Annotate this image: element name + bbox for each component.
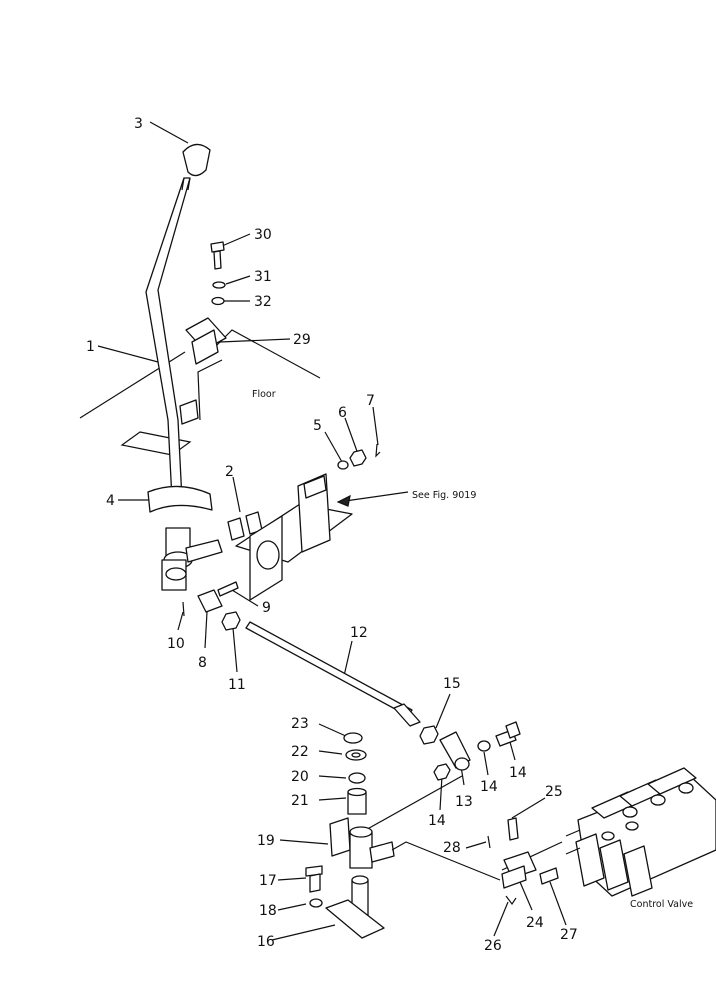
part-31-bolt (210, 241, 225, 270)
part-24-ring (343, 732, 363, 744)
callout-24: 23 (291, 716, 309, 732)
callout-18: 17 (259, 873, 277, 889)
callout-17: 16 (257, 934, 275, 950)
floor-note: Floor (252, 389, 276, 400)
part-22-bushing (347, 787, 367, 815)
part-17-pivot-plate (325, 875, 385, 939)
callout-20: 19 (257, 833, 275, 849)
control-valve-note: Control Valve (630, 899, 693, 910)
callout-15: 14 (509, 765, 527, 781)
callout-32: 31 (254, 269, 272, 285)
callout-29: 28 (443, 840, 461, 856)
part-7-pin (375, 443, 381, 458)
callout-10: 10 (167, 636, 185, 652)
part-27-cotter (505, 895, 517, 906)
pivot-housing (161, 527, 223, 591)
part-18-bolt (305, 865, 323, 893)
control-valve (565, 767, 716, 897)
callout-labels: 3 30 31 32 29 1 7 6 5 2 4 9 12 10 8 11 1… (86, 116, 578, 954)
callout-26: 25 (545, 784, 563, 800)
callout-16: 15 (443, 676, 461, 692)
callout-23: 22 (291, 744, 309, 760)
part-3-knob (182, 143, 211, 177)
mount-bracket (235, 473, 353, 601)
part-21-seal (348, 772, 366, 784)
callout-2: 2 (225, 464, 234, 480)
part-5-washer (337, 460, 349, 470)
part-13-rod-end (439, 731, 471, 771)
part-9-bolt (217, 581, 239, 597)
part-10-pin (182, 601, 185, 617)
callout-14a: 14 (480, 779, 498, 795)
callout-1: 1 (86, 339, 95, 355)
see-fig-note: See Fig. 9019 (412, 490, 476, 501)
callout-14b: 14 (428, 813, 446, 829)
part-25-clevis (501, 851, 537, 889)
callout-8: 8 (198, 655, 207, 671)
part-14-nut-b (433, 763, 451, 781)
leader-lines (97, 121, 567, 941)
part-26-bolt (507, 817, 519, 841)
callout-30: 29 (293, 332, 311, 348)
part-8-clevis (197, 589, 223, 613)
part-6-nut (349, 449, 367, 467)
part-4-boot (147, 485, 213, 513)
valve-linkage (391, 841, 563, 881)
callout-21: 20 (291, 769, 309, 785)
part-20-bellcrank (329, 817, 395, 869)
callout-12: 12 (350, 625, 368, 641)
part-28-bolt (539, 867, 559, 885)
part-32-washer (212, 281, 226, 289)
part-12-rod (245, 621, 421, 727)
part-15-bolt (495, 721, 521, 747)
part-14-nut-a (477, 740, 491, 752)
callout-7: 7 (366, 393, 375, 409)
callout-27: 26 (484, 938, 502, 954)
part-29-pin (487, 835, 491, 849)
callout-22: 21 (291, 793, 309, 809)
callout-5: 5 (313, 418, 322, 434)
callout-9: 9 (262, 600, 271, 616)
part-16-nut (419, 725, 439, 745)
part-19-washer (309, 898, 323, 908)
callout-25: 24 (526, 915, 544, 931)
notes: Floor See Fig. 9019 Control Valve (252, 389, 693, 910)
callout-4: 4 (106, 493, 115, 509)
part-33-washer (211, 296, 225, 306)
callout-19: 18 (259, 903, 277, 919)
callout-28: 27 (560, 927, 578, 943)
callout-33: 32 (254, 294, 272, 310)
part-23-washer (345, 749, 367, 761)
callout-3: 3 (134, 116, 143, 132)
callout-6: 6 (338, 405, 347, 421)
callout-13: 13 (455, 794, 473, 810)
part-11-nut (221, 611, 241, 631)
callout-31: 30 (254, 227, 272, 243)
callout-11: 11 (228, 677, 246, 693)
part-30-bracket (179, 317, 227, 425)
